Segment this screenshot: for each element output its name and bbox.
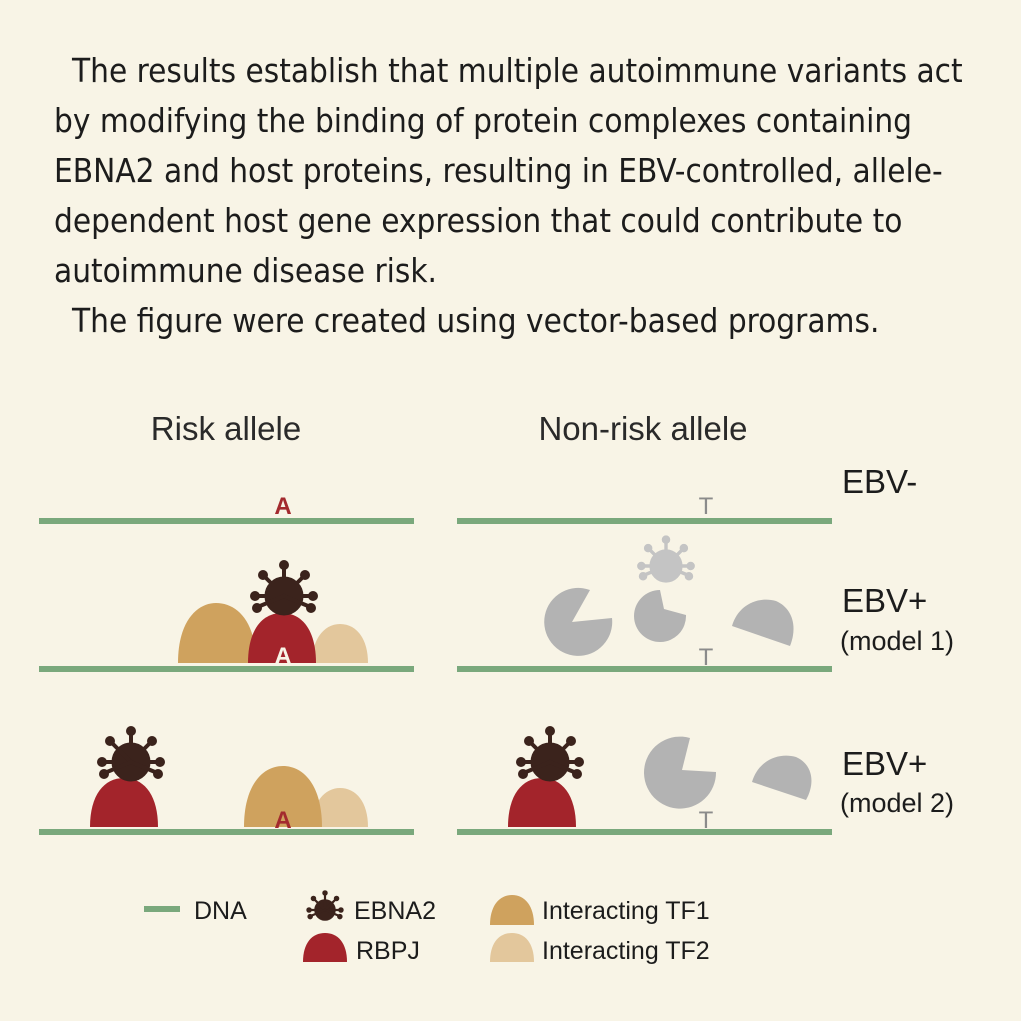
row-label-ebv-negative: EBV- (842, 463, 917, 500)
row-sublabel-model-2: (model 2) (840, 788, 954, 818)
tf2-unbound-row3 (752, 755, 812, 800)
row-sublabel-model-1: (model 1) (840, 626, 954, 656)
ebna2-bound-nonrisk-row3 (514, 724, 586, 783)
allele-a-row1: A (274, 493, 291, 520)
legend-tf1-label: Interacting TF1 (542, 897, 710, 925)
allele-a-row2: A (274, 643, 291, 670)
tf2-dome-row2 (312, 624, 368, 663)
rbpj-bound-row3 (90, 778, 158, 827)
tf1-unbound-row2 (544, 587, 613, 656)
tf1-unbound-row3 (644, 736, 717, 809)
tf2-dome-row3 (312, 788, 368, 827)
tf2-unbound-row2 (732, 599, 794, 646)
tf1-dome-row2 (178, 603, 256, 663)
ebna2-bound-row2 (248, 558, 320, 617)
legend-ebna2-label: EBNA2 (354, 897, 436, 925)
rbpj-bound-row2 (248, 613, 316, 663)
allele-t-row3: T (699, 807, 714, 834)
tf1-dome-row3 (244, 766, 322, 827)
intro-paragraph-2: The figure were created using vector-bas… (72, 301, 880, 340)
legend-dna-label: DNA (194, 897, 247, 925)
intro-text: The results establish that multiple auto… (54, 46, 974, 346)
nonrisk-allele-title: Non-risk allele (538, 410, 747, 447)
legend-tf2-icon (490, 933, 534, 962)
rbpj-unbound-row2 (634, 590, 687, 642)
rbpj-bound-nonrisk-row3 (508, 778, 576, 827)
risk-allele-title: Risk allele (151, 410, 301, 447)
legend-ebna2-icon (305, 889, 345, 922)
legend-tf2-label: Interacting TF2 (542, 937, 710, 965)
allele-t-row1: T (699, 493, 714, 520)
row-label-ebv-positive-1: EBV+ (842, 582, 927, 619)
allele-t-row2: T (699, 644, 714, 671)
legend-rbpj-icon (303, 933, 347, 962)
intro-paragraph-1: The results establish that multiple auto… (54, 51, 963, 290)
ebna2-unbound-row2 (635, 534, 697, 584)
legend-rbpj-label: RBPJ (356, 937, 420, 965)
row-label-ebv-positive-2: EBV+ (842, 745, 927, 782)
legend: DNA EBNA2 RBPJ Interacting TF1 Interacti… (144, 889, 710, 965)
allele-a-row3: A (274, 807, 291, 834)
legend-tf1-icon (490, 895, 534, 925)
ebna2-bound-row3 (95, 724, 167, 783)
